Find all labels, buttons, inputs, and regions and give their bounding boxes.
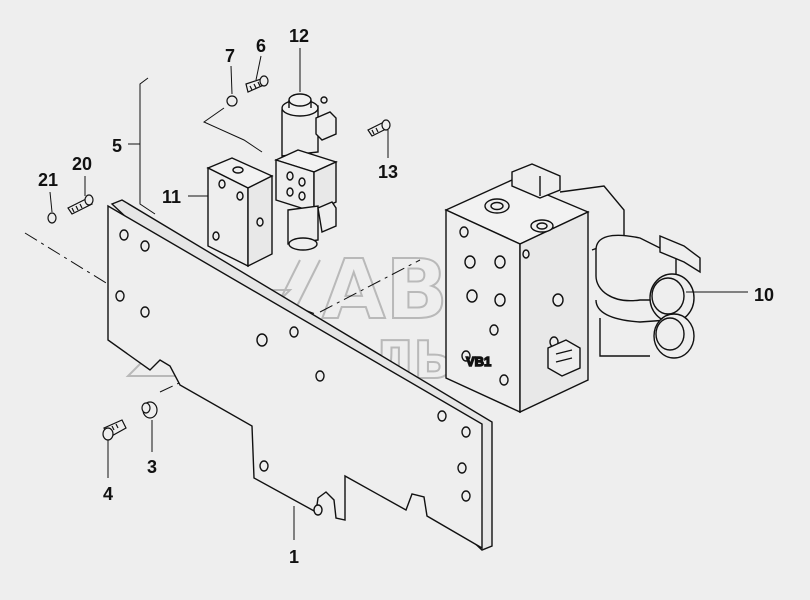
spacer-block bbox=[206, 157, 274, 268]
callout-11: 11 bbox=[162, 187, 181, 207]
nut-7 bbox=[226, 95, 238, 107]
callout-5: 5 bbox=[112, 136, 122, 156]
block-marking: VB1 bbox=[466, 354, 491, 369]
callout-12: 12 bbox=[289, 26, 309, 46]
valve-block: VB1 bbox=[444, 163, 701, 414]
leader-lines bbox=[49, 48, 748, 540]
callout-13: 13 bbox=[378, 162, 398, 182]
callout-7: 7 bbox=[225, 46, 235, 66]
screw-6 bbox=[245, 75, 269, 93]
callout-4: 4 bbox=[103, 484, 113, 504]
plate-holes bbox=[115, 229, 471, 516]
callout-6: 6 bbox=[256, 36, 266, 56]
screw-4 bbox=[102, 419, 127, 441]
screw-13 bbox=[367, 119, 391, 137]
callout-1: 1 bbox=[289, 547, 299, 567]
solenoid-valve bbox=[274, 93, 338, 251]
callout-3: 3 bbox=[147, 457, 157, 477]
callout-20: 20 bbox=[72, 154, 92, 174]
callout-21: 21 bbox=[38, 170, 58, 190]
washer-3 bbox=[141, 401, 158, 419]
nut-21 bbox=[47, 212, 57, 224]
screw-20 bbox=[67, 194, 94, 215]
callouts: 6 7 12 13 5 20 21 11 10 3 4 1 bbox=[38, 26, 774, 567]
callout-10: 10 bbox=[754, 285, 774, 305]
mounting-plate bbox=[107, 199, 493, 551]
